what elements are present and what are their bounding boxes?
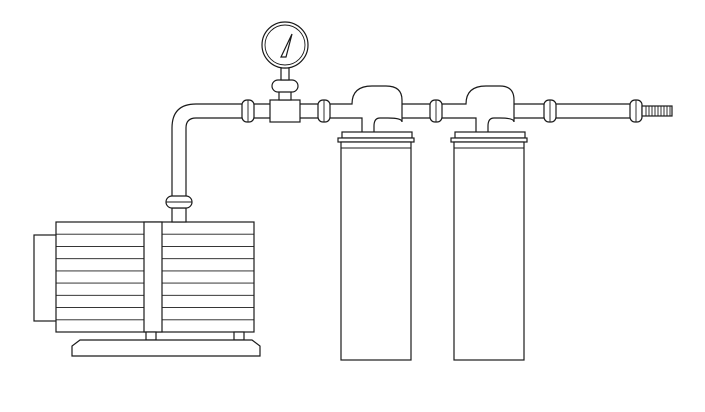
gauge-stem-union bbox=[271, 79, 299, 93]
hose-barb-icon bbox=[641, 105, 673, 117]
gauge-neck bbox=[280, 67, 290, 81]
pipe-union bbox=[317, 99, 331, 123]
filter-2-cap-ring bbox=[450, 137, 528, 143]
filter-housing-1 bbox=[337, 85, 415, 361]
pump-foot-right bbox=[233, 331, 245, 341]
filter-2-inlet-bend bbox=[458, 85, 515, 132]
filter-1-canister bbox=[340, 141, 412, 361]
hose-barb-ridges bbox=[645, 106, 671, 116]
filter-housing-2 bbox=[450, 85, 528, 361]
piping bbox=[171, 103, 636, 196]
pipe-elbow-pump-inner bbox=[185, 117, 338, 196]
filter-2-cap bbox=[454, 131, 526, 139]
pump-base-plate bbox=[71, 339, 261, 357]
pump-foot-left bbox=[145, 331, 157, 341]
pressure-gauge-icon bbox=[261, 21, 309, 69]
pipe-union bbox=[629, 99, 643, 123]
filter-2-canister bbox=[453, 141, 525, 361]
pipe-union bbox=[241, 99, 255, 123]
pipe-outlet bbox=[514, 103, 636, 119]
pipe-union bbox=[165, 195, 193, 209]
pipe-union bbox=[429, 99, 443, 123]
filter-1-cap bbox=[341, 131, 413, 139]
main-line-unions bbox=[241, 99, 643, 123]
filter-1-cap-ring bbox=[337, 137, 415, 143]
pump bbox=[33, 195, 261, 357]
pipe-union bbox=[543, 99, 557, 123]
pipe-elbow-pump bbox=[171, 103, 338, 196]
pump-riser bbox=[171, 207, 187, 223]
filter-1-inlet-bend bbox=[338, 85, 403, 132]
pump-center-band bbox=[143, 221, 163, 333]
pressure-gauge bbox=[261, 21, 309, 123]
gauge-tee bbox=[269, 99, 301, 123]
